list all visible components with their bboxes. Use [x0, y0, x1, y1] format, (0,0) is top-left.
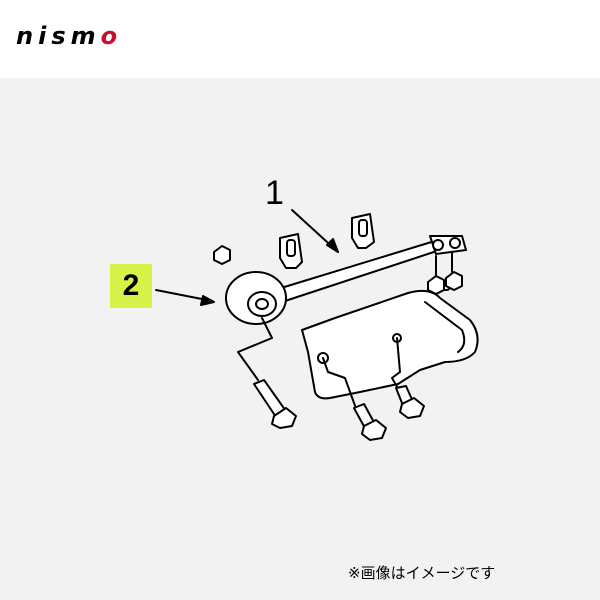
hex-nut	[427, 275, 445, 295]
nismo-logo: nismo	[16, 22, 118, 50]
header-band	[0, 0, 600, 78]
u-clip-slot	[286, 239, 296, 257]
rod-end-bolt-head	[449, 237, 461, 249]
bolt-guide-line	[237, 317, 273, 381]
bolt-guide-line	[322, 357, 359, 415]
image-disclaimer: ※画像はイメージです	[348, 564, 496, 582]
bolt-guide-line	[391, 337, 401, 393]
image-background	[0, 78, 600, 600]
u-clip-slot	[358, 219, 368, 237]
bracket-edge	[424, 301, 466, 353]
callout-2-arrowhead	[200, 295, 215, 306]
long-bolt-head	[271, 407, 297, 429]
callout-label-2: 2	[110, 264, 152, 308]
rod-end-bolt-head	[432, 239, 444, 251]
bushing-bore	[255, 298, 269, 310]
hex-nut	[213, 245, 231, 265]
mounting-bracket	[301, 289, 479, 400]
hex-nut	[445, 271, 463, 291]
callout-1-arrowhead	[326, 238, 339, 253]
bracket-bolt-head	[361, 419, 387, 441]
callout-label-1: 1	[265, 174, 284, 212]
bracket-bolt-head	[399, 397, 425, 419]
